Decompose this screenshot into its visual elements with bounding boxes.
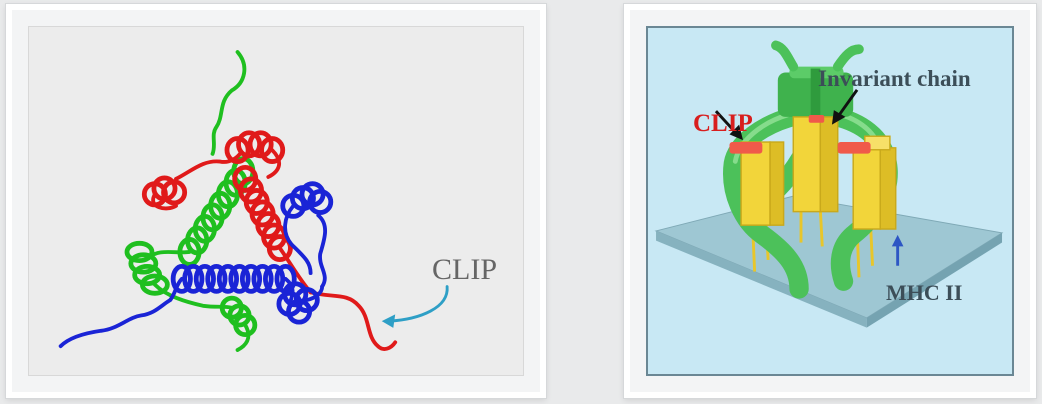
- mhc-blocks: [740, 116, 897, 230]
- red-helix-top: [224, 130, 286, 164]
- blue-helix-bottom: [276, 281, 320, 325]
- green-chain-links: [147, 250, 251, 352]
- mhc-pointer-arrow-head: [891, 234, 904, 247]
- clip-pointer-arrow-head: [729, 124, 744, 141]
- blue-helix-right: [280, 181, 334, 219]
- membrane-plate-edge-right: [866, 232, 1003, 328]
- invariant-pointer-arrow-head: [831, 110, 846, 125]
- blue-helix-horizontal: [170, 263, 297, 294]
- invariant-chain-label: Invariant chain: [818, 66, 971, 91]
- clip-label-right: CLIP: [693, 110, 753, 137]
- green-helix-bottom: [219, 295, 258, 338]
- invariant-pointer-arrow: [836, 89, 859, 118]
- green-helix-left: [124, 240, 170, 296]
- protein-structure-frame: CLIP: [28, 26, 524, 376]
- red-helix-diagonal: [232, 164, 293, 263]
- clip-bands: [729, 114, 871, 154]
- green-helix-diagonal: [177, 156, 256, 267]
- clip-label-left: CLIP: [432, 253, 498, 286]
- membrane-plate-edge: [656, 230, 867, 328]
- green-chain-coil: [210, 50, 247, 156]
- protein-structure-panel: CLIP: [6, 4, 546, 398]
- red-chain-coil: [174, 150, 398, 351]
- mhc-schematic: [654, 40, 1004, 328]
- mhc-ii-label: MHC II: [886, 280, 963, 305]
- invariant-chain-core: [771, 40, 864, 117]
- blue-chain-coil: [58, 213, 327, 349]
- red-helix-left: [141, 175, 188, 208]
- clip-arrow: [387, 285, 449, 323]
- schematic-panel: CLIP Invariant chain MHC II: [624, 4, 1036, 398]
- protein-ribbon-diagram: [58, 50, 449, 352]
- clip-arrow-head: [381, 314, 396, 328]
- blue-chain-links: [168, 203, 325, 306]
- schematic-frame: CLIP Invariant chain MHC II: [646, 26, 1014, 376]
